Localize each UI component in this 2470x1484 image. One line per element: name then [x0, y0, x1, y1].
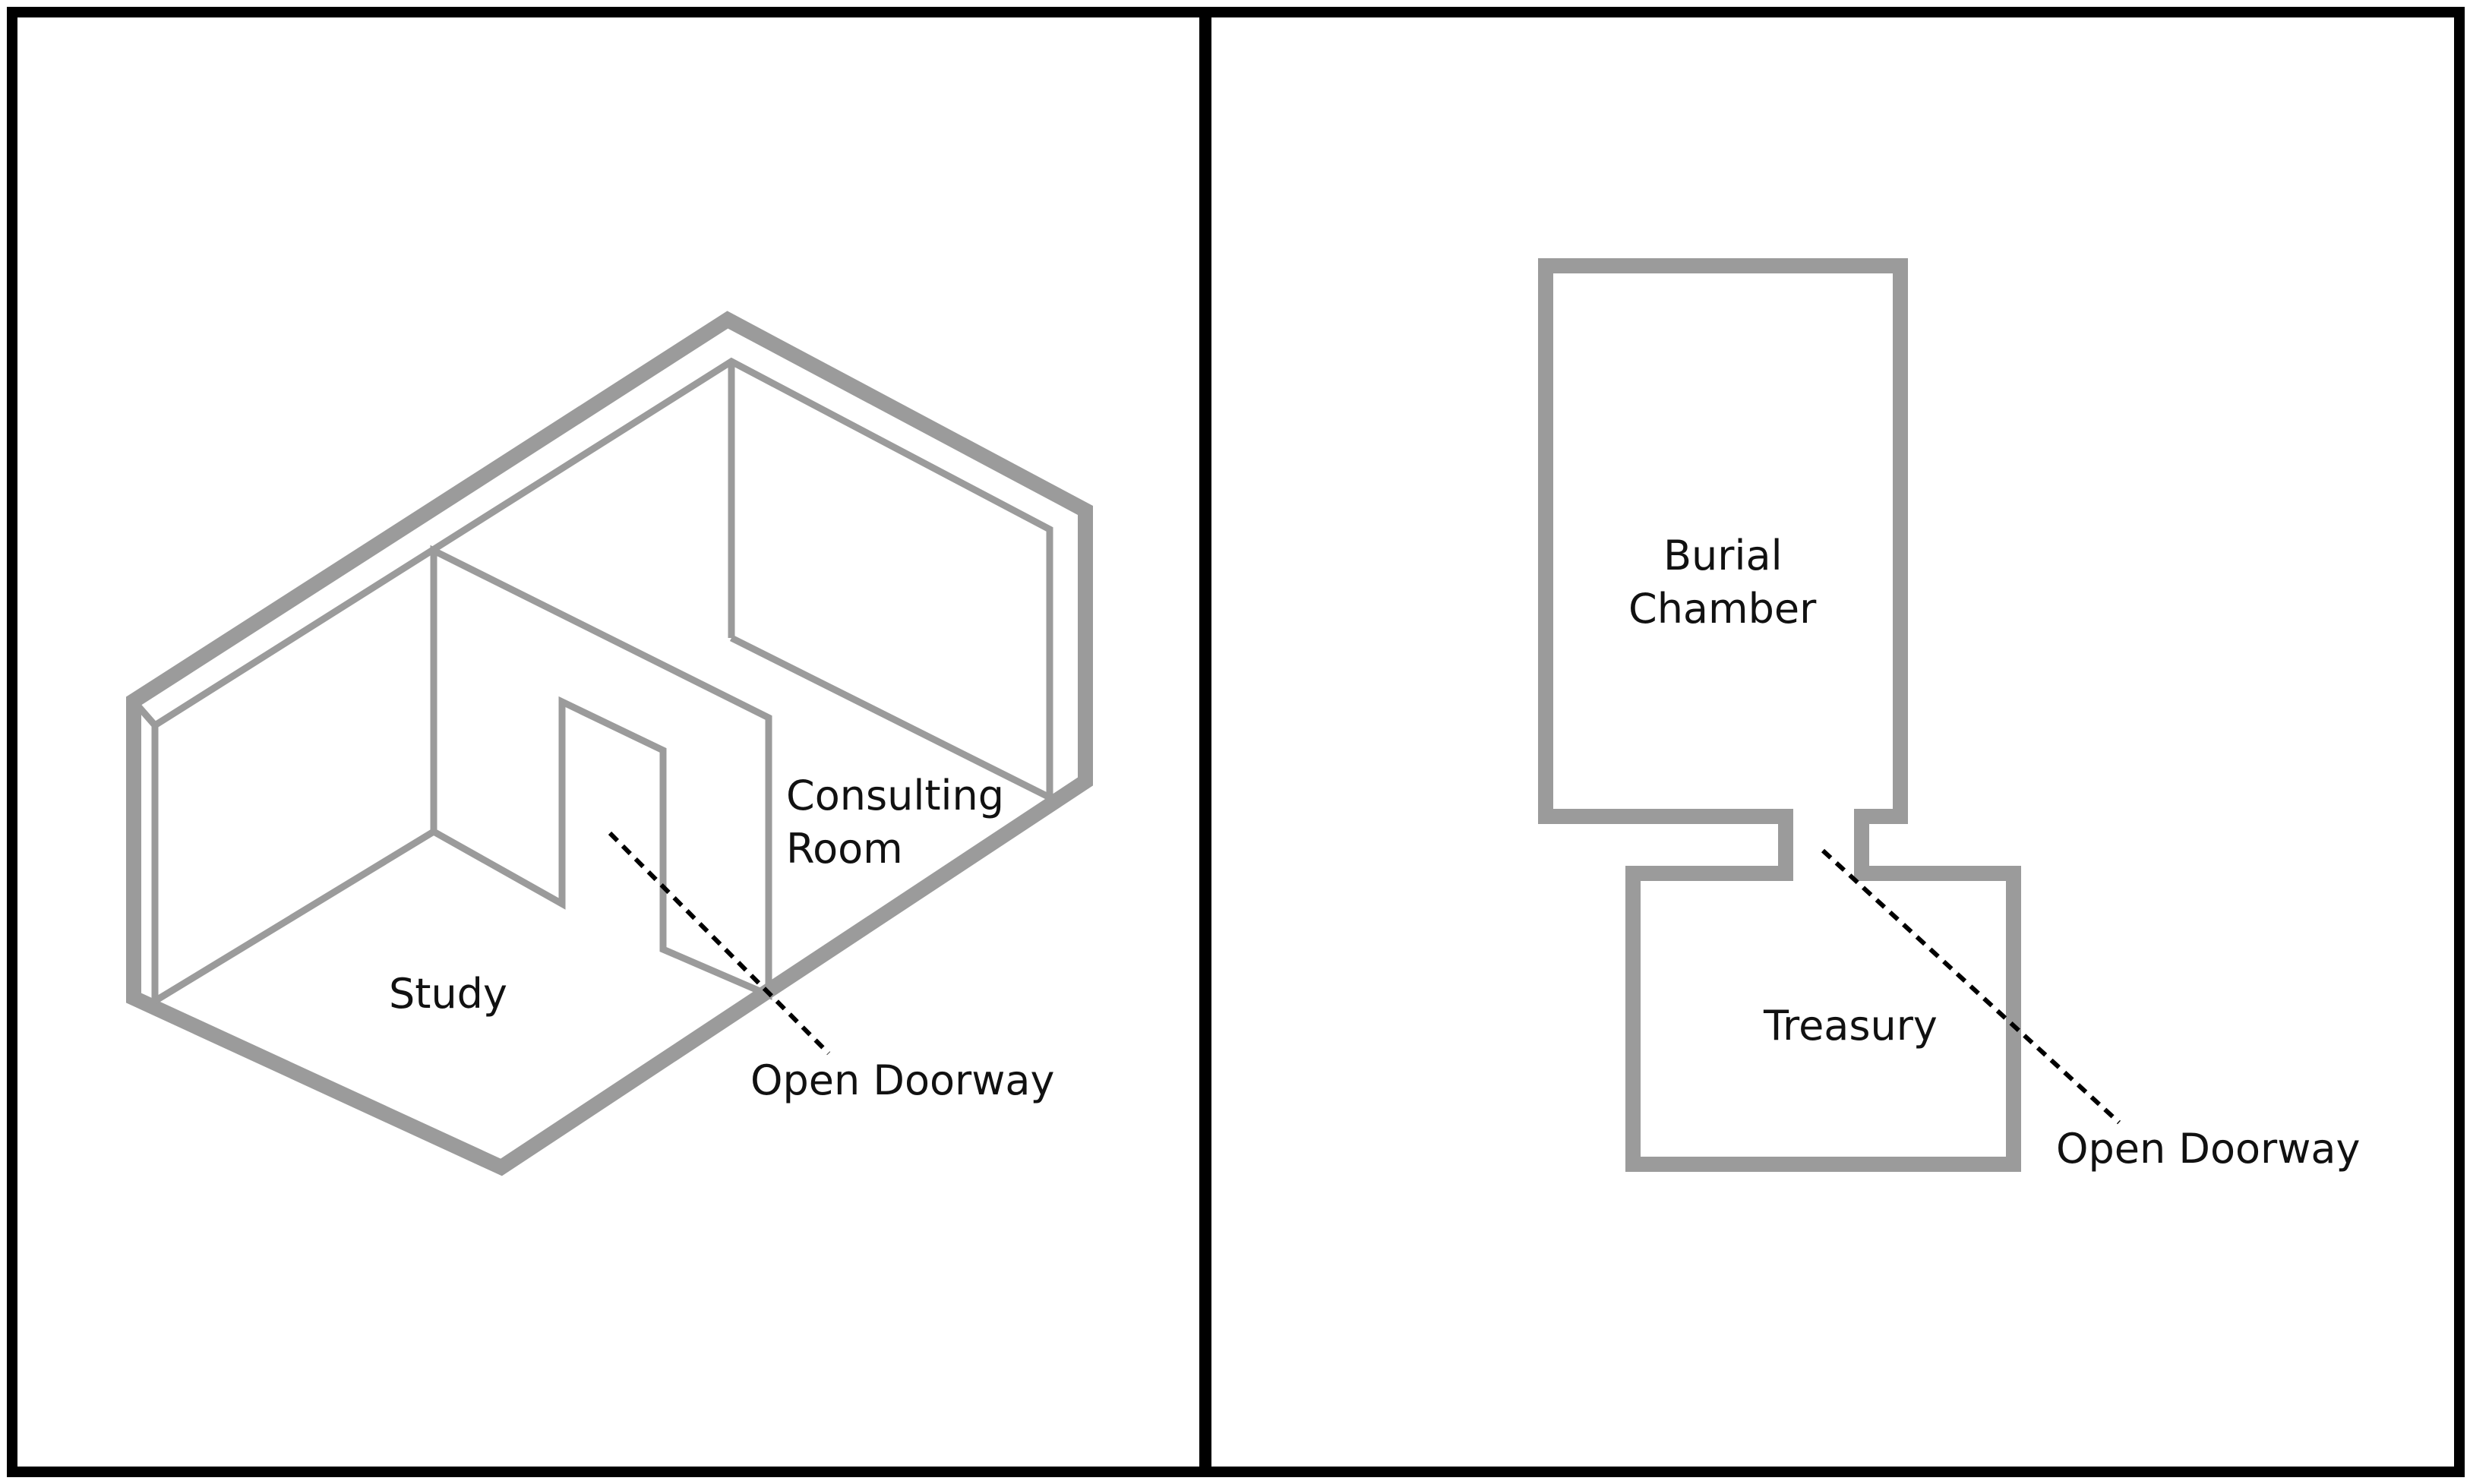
- outer-frame: [7, 7, 2465, 1477]
- burial-chamber-wall-right: [1538, 258, 1908, 881]
- treasury-label: Treasury: [1763, 1002, 1938, 1050]
- open-doorway-indicator-right: [1821, 848, 2121, 1125]
- partition-wall: [430, 545, 772, 1000]
- treasury-wall: [1625, 866, 2021, 1172]
- study-floor-back-edge: [153, 829, 436, 1004]
- burial-chamber-label-line1: Burial: [1663, 532, 1783, 579]
- open-doorway-label-right: Open Doorway: [2056, 1125, 2360, 1173]
- building-inner-top-edge: [153, 357, 1053, 797]
- consulting-floor-back-edge: [729, 634, 1052, 801]
- open-doorway-indicator: [608, 831, 831, 1056]
- burial-chamber-label-line2: Chamber: [1628, 585, 1817, 633]
- consulting-room-label-line1: Consulting: [786, 772, 1004, 819]
- open-doorway-label-left: Open Doorway: [750, 1056, 1054, 1104]
- left-panel: Study Consulting Room Open Doorway: [126, 311, 1093, 1176]
- consulting-room-label-line2: Room: [786, 825, 903, 873]
- study-label: Study: [389, 970, 507, 1018]
- burial-chamber-wall-left: [1538, 258, 1793, 881]
- left-corner-edge: [131, 699, 158, 728]
- right-panel: Burial Chamber Treasury Open Doorway: [1538, 258, 2360, 1173]
